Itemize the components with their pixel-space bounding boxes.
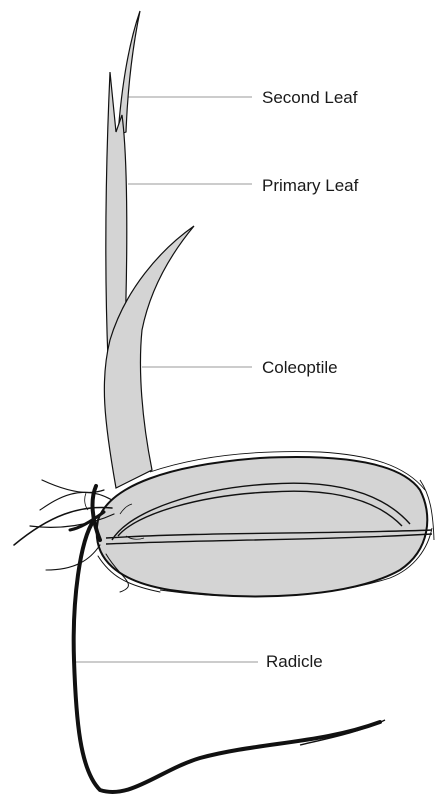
label-coleoptile: Coleoptile	[262, 359, 338, 376]
label-radicle: Radicle	[266, 653, 323, 670]
label-second-leaf: Second Leaf	[262, 89, 357, 106]
seed-body	[97, 457, 428, 596]
label-primary-leaf: Primary Leaf	[262, 177, 358, 194]
